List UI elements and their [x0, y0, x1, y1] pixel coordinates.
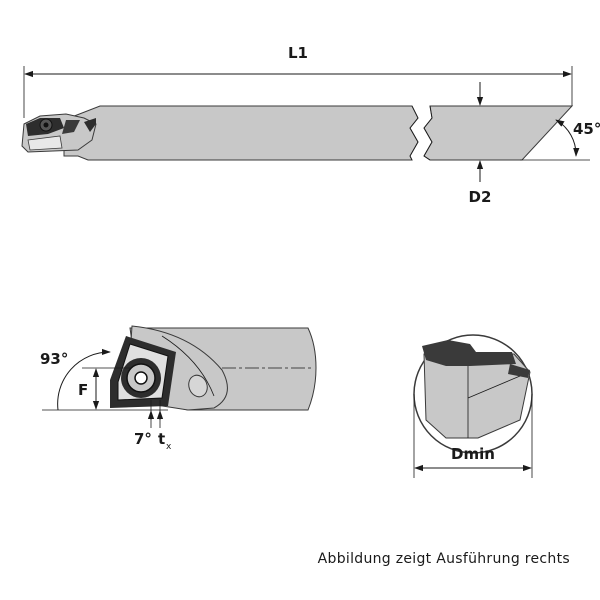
end-divider-diagonal [467, 375, 521, 399]
head-contour [161, 335, 215, 397]
angle-93-arc [57, 348, 111, 411]
tx-subscript: x [166, 442, 172, 452]
chip-breaker [62, 120, 80, 134]
figure-caption: Abbildung zeigt Ausführung rechts [317, 551, 570, 567]
angle-93-label: 93° [40, 350, 68, 368]
angle-45-arc [555, 119, 580, 157]
break-line-right [423, 105, 433, 161]
end-insert-edge [508, 364, 530, 378]
f-label: F [78, 381, 88, 399]
break-line-left [409, 105, 419, 161]
l1-label: L1 [288, 44, 308, 62]
shank-left [63, 105, 419, 161]
tx-label: t [158, 430, 165, 448]
side-view: L1 D2 45° [21, 44, 600, 206]
shank-right [423, 105, 574, 161]
dmin-label: Dmin [451, 445, 495, 463]
head-ridge [84, 118, 96, 132]
end-view: Dmin [413, 334, 533, 478]
clamp-screw-center [43, 122, 49, 128]
end-insert [422, 340, 516, 366]
clamp-lever [188, 374, 208, 398]
d2-label: D2 [469, 188, 492, 206]
top-screw-socket [134, 371, 148, 385]
top-view: F 93° 7° t x [40, 325, 317, 452]
angle-45-label: 45° [573, 120, 600, 138]
clearance-angle-label: 7° [134, 430, 152, 448]
insert-edge [27, 135, 63, 151]
